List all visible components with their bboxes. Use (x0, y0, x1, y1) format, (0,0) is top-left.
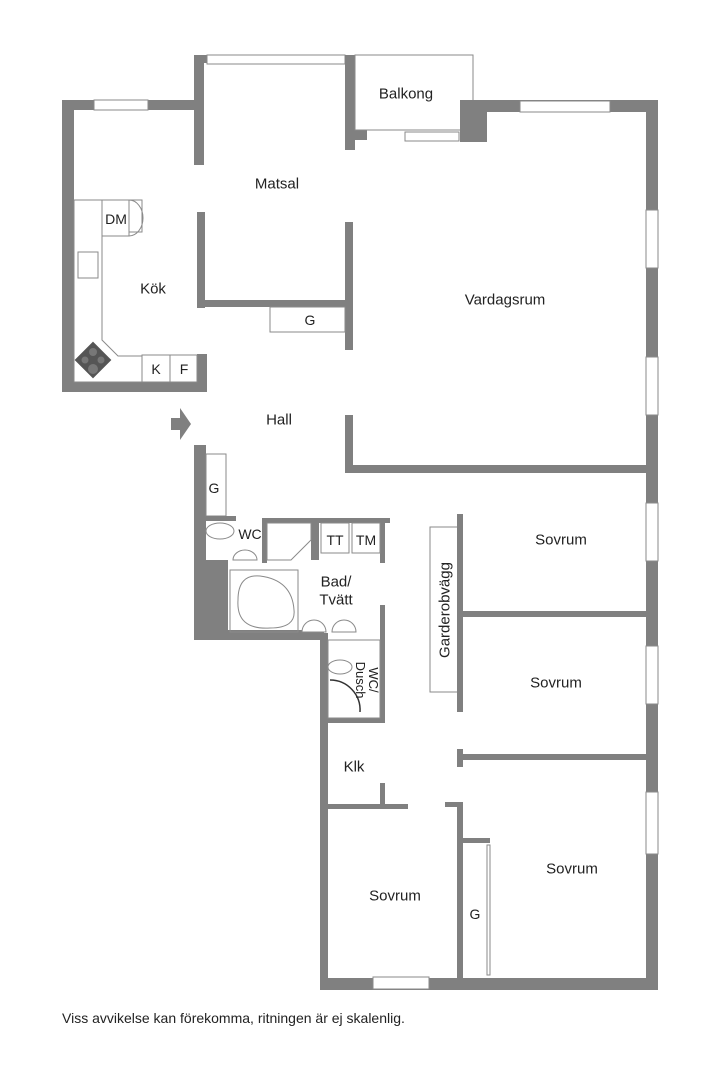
wall (197, 212, 205, 308)
wall (194, 630, 324, 640)
shower-area (327, 639, 381, 719)
balcony-railing (354, 54, 474, 131)
wall (345, 465, 650, 473)
toilet (205, 522, 235, 540)
wall (62, 100, 74, 392)
room-label-vardagsrum: Vardagsrum (464, 291, 546, 309)
room-label-sovrum-3: Sovrum (546, 860, 598, 878)
fixture-label-tm: TM (355, 532, 377, 548)
window (404, 131, 460, 142)
dryer (320, 522, 350, 554)
fixture-label-dm: DM (105, 211, 127, 227)
label-garderobsvagg: Garderobvägg (436, 562, 454, 658)
wall (345, 222, 353, 350)
stove (74, 341, 112, 379)
wall (62, 382, 207, 392)
wall (345, 55, 355, 150)
room-label-matsal: Matsal (254, 175, 300, 193)
wall (262, 518, 390, 523)
window (645, 645, 659, 705)
wall (460, 611, 650, 617)
room-label-bad-line2: Tvätt (319, 591, 353, 609)
wall (262, 518, 267, 563)
wall (320, 633, 328, 990)
toilet (327, 659, 353, 675)
freezer (169, 354, 198, 383)
fixture-label-g-sovrum: G (469, 906, 481, 922)
disclaimer-text: Viss avvikelse kan förekomma, ritningen … (62, 1010, 405, 1026)
sink (301, 619, 327, 633)
shower (266, 522, 312, 561)
room-label-hall: Hall (266, 411, 292, 429)
room-label-kok: Kök (140, 280, 166, 298)
room-label-wc: WC (238, 526, 262, 542)
fixture-label-f: F (179, 361, 189, 377)
shower-curtain (329, 679, 361, 713)
sink (331, 619, 357, 633)
room-label-sovrum-2: Sovrum (530, 674, 582, 692)
sink (232, 549, 258, 561)
wall (206, 560, 228, 635)
wall (445, 802, 463, 807)
wall (460, 754, 650, 760)
room-label-wc-dusch: WC/Dusch (353, 661, 381, 699)
washer (351, 522, 381, 554)
room-label-sovrum-4: Sovrum (369, 887, 421, 905)
room-label-klk: Klk (343, 758, 365, 776)
window (645, 502, 659, 562)
counter (73, 199, 198, 383)
window (372, 976, 430, 990)
fixture-label-tt: TT (326, 532, 344, 548)
window (645, 356, 659, 416)
wall (345, 130, 367, 140)
fridge (141, 354, 171, 383)
bathtub (237, 575, 295, 629)
wall (345, 415, 353, 473)
fixture-label-g-matsal: G (304, 312, 316, 328)
closet (269, 306, 346, 333)
window (645, 791, 659, 855)
room-label-balkong: Balkong (378, 85, 434, 103)
wall (197, 354, 207, 392)
wall (380, 783, 385, 808)
window (93, 99, 149, 111)
wardrobe (429, 526, 459, 693)
wall (311, 518, 319, 560)
wall (320, 804, 408, 809)
bathtub-frame (229, 569, 299, 633)
wall (197, 300, 352, 307)
room-label-bad-line1: Bad/ (320, 573, 352, 591)
wall (194, 445, 206, 640)
fixture-label-g-hall: G (208, 480, 220, 496)
window (206, 54, 346, 65)
wall (457, 802, 463, 990)
wall (194, 55, 204, 165)
room-label-sovrum-1: Sovrum (535, 531, 587, 549)
wall (380, 518, 385, 563)
dishwasher (101, 199, 130, 237)
entrance-arrow-icon (171, 408, 191, 440)
wall (380, 605, 385, 723)
fixture-label-k: K (151, 361, 161, 377)
window (645, 209, 659, 269)
window (519, 100, 611, 113)
sliding-door (486, 844, 491, 976)
wall (460, 838, 490, 843)
wall (320, 718, 385, 723)
wall (320, 978, 658, 990)
wall (206, 516, 236, 521)
dishwasher-door (128, 199, 144, 237)
sink (77, 251, 99, 279)
